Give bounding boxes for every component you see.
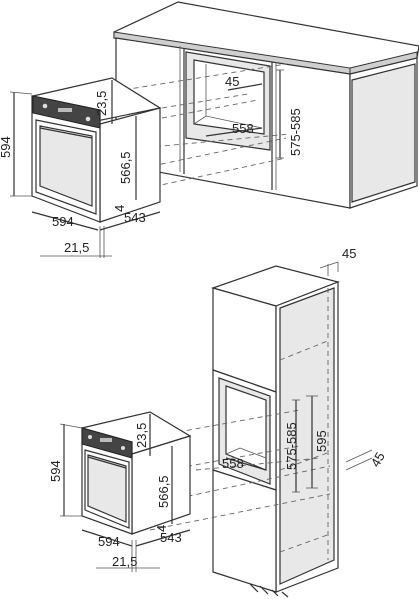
bottom-oven-top-gap-label: 23,5 <box>134 423 149 448</box>
bottom-opening-label: 595 <box>314 430 329 452</box>
bottom-oven-width-label: 594 <box>98 534 120 549</box>
base-cabinet <box>97 1 419 209</box>
tall-column <box>149 265 340 598</box>
bottom-niche-height-label: 575-585 <box>284 422 299 470</box>
bottom-oven-depth-label: 543 <box>160 530 182 545</box>
bottom-niche-width-label: 558 <box>222 456 244 471</box>
control-display-icon <box>100 438 112 442</box>
bottom-niche-dimensions: 45 45 558 575-585 595 <box>222 246 388 493</box>
knob-icon <box>85 116 91 122</box>
top-oven-height-label: 594 <box>0 136 13 158</box>
top-oven-width-label: 594 <box>52 214 74 229</box>
top-oven-foot-label: 4 <box>112 205 127 212</box>
bottom-side-depth-label: 45 <box>368 449 388 469</box>
top-oven-offset-label: 21,5 <box>64 240 89 255</box>
bottom-oven-offset-label: 21,5 <box>112 554 137 569</box>
knob-icon <box>88 435 92 439</box>
top-oven-top-gap-label: 23,5 <box>94 91 109 116</box>
bottom-oven <box>80 411 192 535</box>
top-niche-height-label: 575-585 <box>288 108 303 156</box>
top-oven-depth-label: 543 <box>124 210 146 225</box>
bottom-oven-height-label: 594 <box>48 460 63 482</box>
bottom-oven-dimensions: 594 594 543 21,5 23,5 566,5 4 <box>48 414 191 572</box>
top-niche-dimensions: 45 558 575-585 <box>205 69 303 159</box>
knob-icon <box>121 446 125 450</box>
knob-icon <box>42 103 48 109</box>
bottom-oven-door-height-label: 566,5 <box>156 475 171 508</box>
top-oven-door-height-label: 566,5 <box>118 151 133 184</box>
bottom-top-depth-label: 45 <box>342 246 356 261</box>
top-oven-dimensions: 594 594 543 21,5 23,5 566,5 4 <box>0 80 161 258</box>
bottom-oven-foot-label: 4 <box>154 525 169 532</box>
top-niche-depth-label: 45 <box>225 74 239 89</box>
control-display-icon <box>58 108 72 112</box>
top-niche-width-label: 558 <box>232 121 254 136</box>
top-oven <box>31 77 162 223</box>
